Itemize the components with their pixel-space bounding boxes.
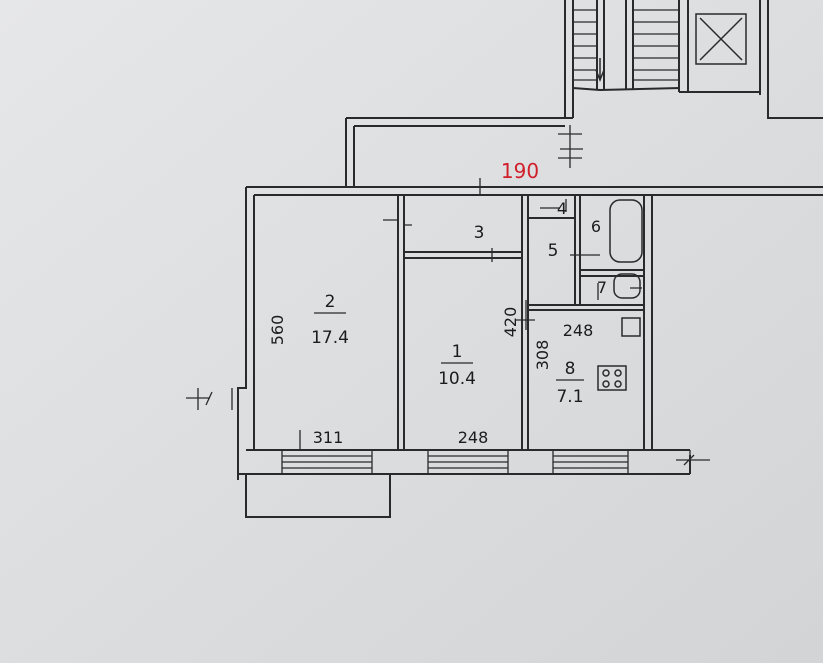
room-3-number: 3 [474, 223, 485, 243]
stove-icon [597, 365, 627, 391]
windows [281, 450, 629, 474]
fixtures [595, 13, 747, 391]
annotation-red: 190 [501, 159, 539, 183]
room-5-number: 5 [548, 241, 559, 261]
room-2-number: 2 [325, 292, 336, 312]
room-1-number: 1 [452, 342, 463, 362]
stair-direction-icon [595, 58, 605, 83]
room-8-area: 7.1 [556, 387, 583, 407]
dim-kitchen-width: 248 [563, 321, 594, 340]
dim-room2-width: 311 [313, 428, 344, 447]
labels: 2 17.4 1 10.4 3 4 5 6 7 8 7.1 560 420 30… [268, 159, 607, 447]
sink-icon [621, 317, 641, 337]
room-8-number: 8 [565, 359, 576, 379]
ventilation-shaft-icon [695, 13, 747, 65]
toilet-icon [613, 273, 641, 299]
room-4-number: 4 [557, 199, 567, 218]
dim-kitchen-height: 308 [533, 340, 552, 371]
dim-room1-height: 420 [501, 307, 520, 338]
room-7-number: 7 [597, 278, 607, 297]
dim-room2-height: 560 [268, 315, 287, 346]
bathtub-icon [609, 199, 643, 263]
room-1-area: 10.4 [438, 369, 476, 389]
dimension-ticks [186, 125, 710, 472]
room-6-number: 6 [591, 217, 601, 236]
dim-room1-width: 248 [458, 428, 489, 447]
room-2-area: 17.4 [311, 328, 349, 348]
walls [237, 0, 823, 518]
